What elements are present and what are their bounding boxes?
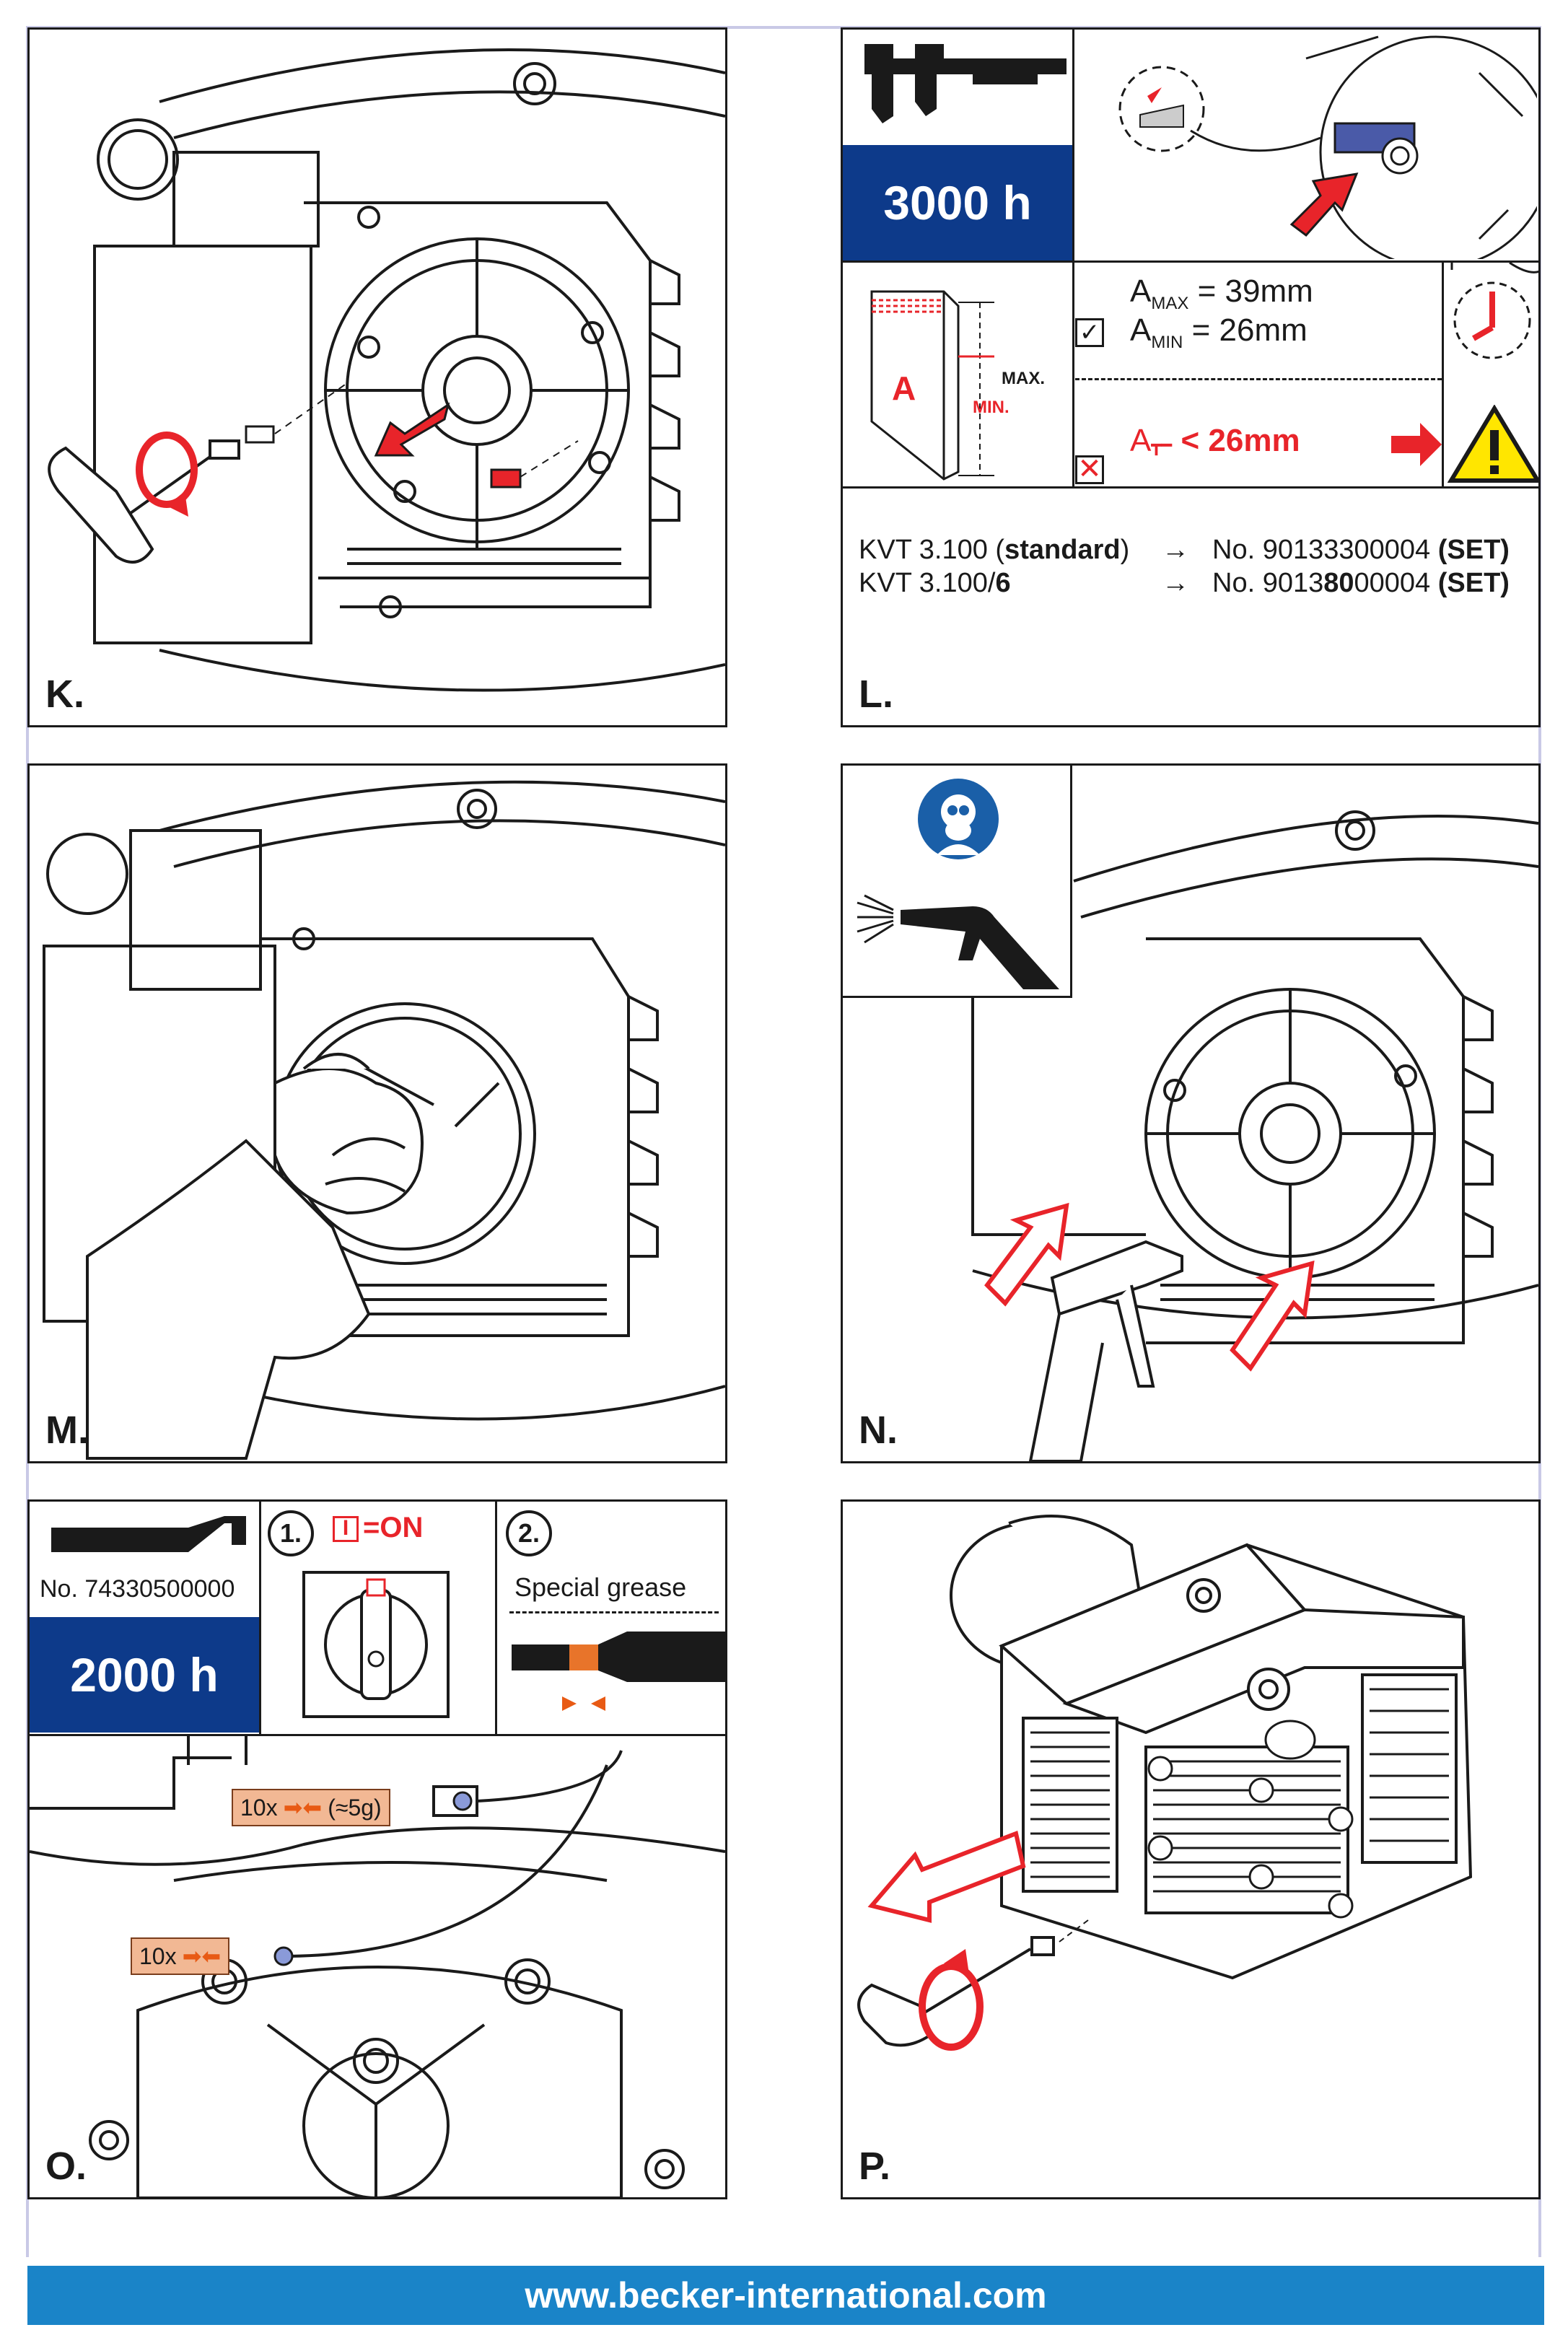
pump-illustration-k (48, 48, 725, 692)
grease-nipple-detail (512, 1632, 725, 1711)
panel-l: 3000 h A MAX. MIN. (841, 27, 1541, 727)
a-min-number: = 26mm (1191, 312, 1308, 348)
panel-label-o: O. (45, 2145, 87, 2188)
parts-model: KVT 3.100/6 (859, 568, 1011, 599)
dashed-separator (1075, 378, 1442, 380)
replace-threshold: A┳━ < 26mm (1130, 423, 1300, 459)
a-max-subscript: MAX (1151, 293, 1189, 313)
parts-number: No. 90133300004 (SET) (1212, 535, 1510, 566)
set-label: (SET) (1437, 568, 1510, 598)
grease-amount: (≈5g) (328, 1794, 382, 1821)
lubrication-note-upper: 10x ➡⬅ (≈5g) (232, 1789, 390, 1826)
set-label: (SET) (1437, 535, 1510, 565)
parts-number: No. 90138000004 (SET) (1212, 568, 1510, 599)
grease-part-number: No. 74330500000 (40, 1575, 235, 1603)
panel-n: N. (841, 763, 1541, 1463)
a-max-symbol: A (1130, 273, 1152, 309)
blow-out-illustration (971, 810, 1538, 1461)
grid-line (1442, 263, 1444, 486)
caliper-icon (864, 44, 1066, 123)
replace-threshold-symbol: A (1130, 423, 1152, 458)
wear-diagram-max-label: MAX. (1002, 369, 1045, 388)
wear-diagram-min-label: MIN. (973, 398, 1009, 417)
footer-url[interactable]: www.becker-international.com (27, 2266, 1544, 2325)
vane-detail-illustration (1118, 35, 1537, 259)
panel-label-m: M. (45, 1409, 89, 1452)
lubrication-illustration (30, 1736, 725, 2197)
maintenance-interval-2000h: 2000 h (30, 1617, 259, 1733)
grease-count: 10x (240, 1794, 278, 1821)
grease-arrows-icon: ➡⬅ (283, 1795, 323, 1821)
parts-row: KVT 3.100 (standard) → No. 90133300004 (… (859, 535, 1530, 568)
model-variant: 6 (995, 568, 1011, 598)
reject-checkbox-icon: ✕ (1075, 455, 1104, 484)
model-text: KVT 3.100 ( (859, 535, 1005, 565)
grid-line (30, 1734, 725, 1736)
model-text: KVT 3.100/ (859, 568, 996, 598)
ppe-icon-cell (843, 766, 1072, 998)
panel-o: No. 74330500000 2000 h 1. I =ON 2. Speci… (27, 1499, 727, 2199)
cleaning-illustration (43, 780, 725, 1460)
model-variant: standard (1004, 535, 1121, 565)
switch-on-icon: I (333, 1516, 359, 1542)
grid-line (1072, 263, 1074, 486)
right-arrow-icon (1391, 423, 1442, 466)
grease-arrows-icon: ➡⬅ (182, 1943, 222, 1969)
parts-arrow: → (1162, 568, 1189, 598)
panel-label-n: N. (859, 1409, 898, 1452)
top-separator (26, 26, 1541, 29)
a-min-subscript: MIN (1151, 332, 1183, 352)
wear-diagram-a-label: A (892, 369, 916, 407)
ok-checkbox-icon: ✓ (1075, 318, 1104, 347)
panel-k: K. (27, 27, 727, 727)
parts-arrow: → (1162, 535, 1189, 565)
a-max-number: = 39mm (1197, 273, 1313, 309)
part-number-text: No. 9013 (1212, 568, 1324, 598)
a-max-value: AMAX = 39mm (1130, 273, 1313, 314)
main-switch-illustration (302, 1571, 450, 1718)
part-number-text: No. 90133300004 (1212, 535, 1438, 565)
parts-row: KVT 3.100/6 → No. 90138000004 (SET) (859, 568, 1530, 601)
grease-gun-icon (51, 1516, 246, 1552)
dashed-separator (509, 1611, 719, 1613)
parts-list: KVT 3.100 (standard) → No. 90133300004 (… (859, 535, 1530, 601)
special-grease-label: Special grease (514, 1572, 687, 1602)
part-number-highlight: 80 (1323, 568, 1354, 598)
grease-count: 10x (139, 1943, 177, 1969)
a-min-value: AMIN = 26mm (1130, 312, 1308, 353)
maintenance-interval-3000h: 3000 h (843, 145, 1072, 260)
panel-label-p: P. (859, 2145, 891, 2188)
lubrication-note-lower: 10x ➡⬅ (131, 1937, 230, 1975)
air-gun-icon (857, 894, 1059, 989)
panel-p: P. (841, 1499, 1541, 2199)
vane-detail-small (1450, 263, 1538, 359)
grid-line (843, 260, 1538, 263)
model-text: ) (1120, 535, 1130, 565)
grid-line (495, 1502, 497, 1734)
step-1-badge: 1. (268, 1510, 314, 1556)
part-number-text: 00004 (1354, 568, 1438, 598)
a-min-symbol: A (1130, 312, 1152, 348)
step-2-badge: 2. (506, 1510, 552, 1556)
grid-line (843, 486, 1538, 489)
panel-label-k: K. (45, 673, 84, 716)
grid-line (1072, 30, 1074, 260)
respirator-mandatory-icon (918, 779, 999, 859)
panel-label-l: L. (859, 673, 893, 716)
replace-threshold-value: < 26mm (1181, 423, 1300, 458)
switch-on-label: =ON (363, 1512, 424, 1543)
grid-line (259, 1502, 261, 1734)
parts-model: KVT 3.100 (standard) (859, 535, 1129, 566)
panel-m: M. (27, 763, 727, 1463)
warning-triangle-icon (1447, 405, 1538, 483)
measure-icon: ┳━ (1151, 436, 1173, 455)
vane-wear-diagram (870, 290, 994, 481)
pump-isometric-illustration (857, 1515, 1473, 2051)
